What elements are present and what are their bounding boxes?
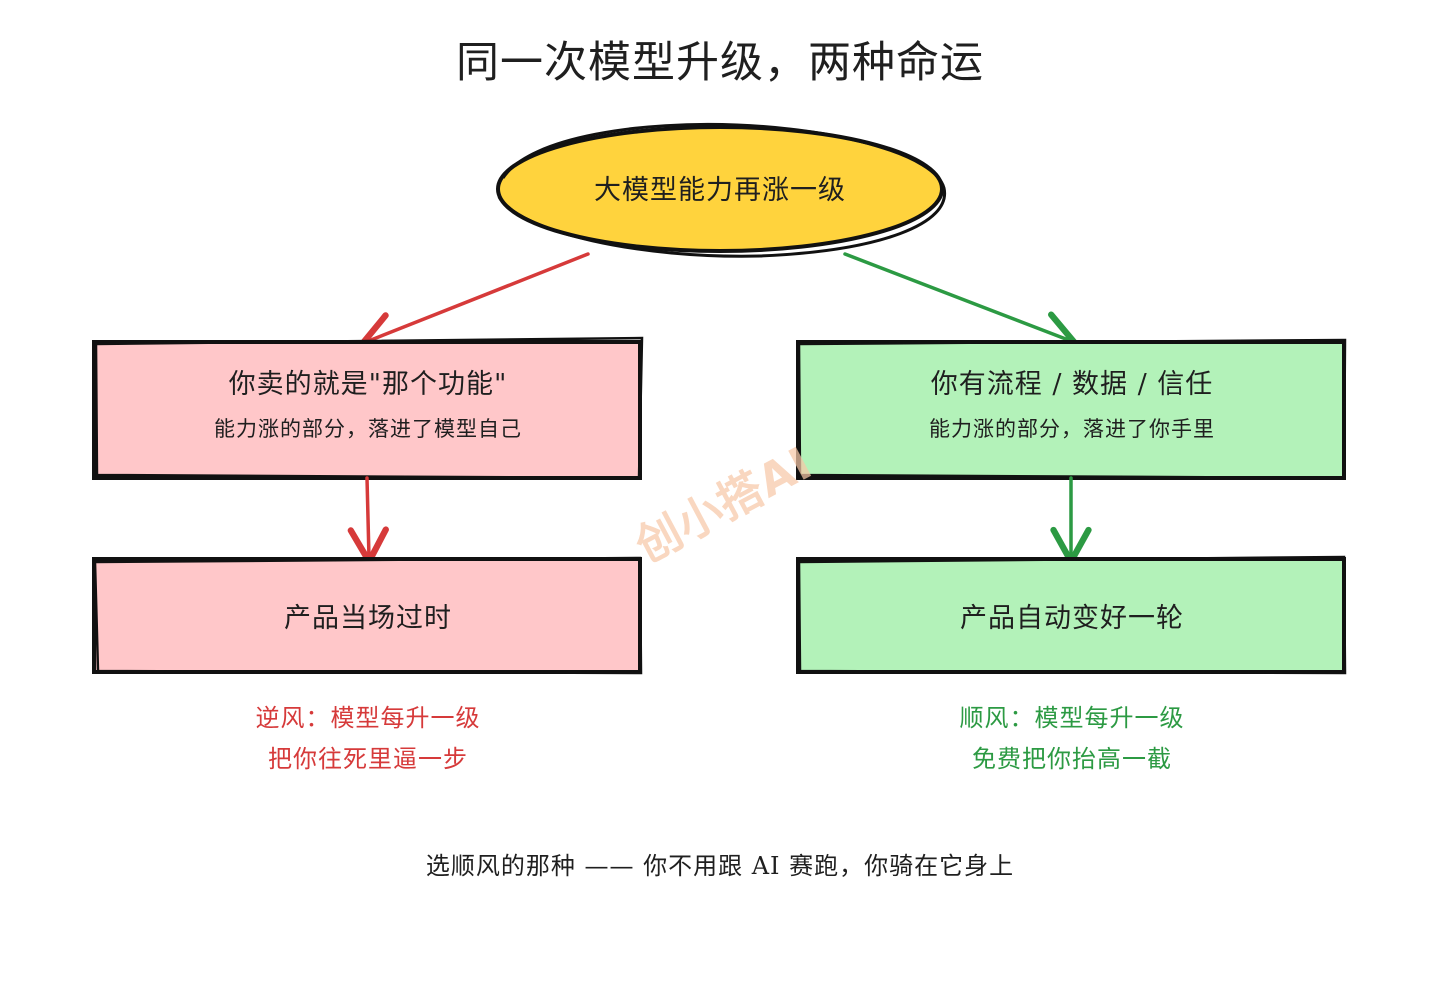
page-title: 同一次模型升级，两种命运	[456, 38, 984, 88]
right-branch	[796, 252, 1347, 675]
left-box1-subtitle: 能力涨的部分，落进了模型自己	[214, 417, 522, 441]
left-box1-sketch-line	[94, 336, 644, 480]
left-arrow-box1-to-box2	[347, 476, 389, 565]
right-box2-sketch-line	[797, 555, 1347, 675]
right-box2-title: 产品自动变好一轮	[960, 603, 1184, 634]
right-note-line-1: 顺风：模型每升一级	[959, 704, 1185, 732]
left-box2	[92, 557, 642, 674]
footer-text: 选顺风的那种 —— 你不用跟 AI 赛跑，你骑在它身上	[425, 852, 1015, 880]
right-arrow-root-to-box1	[843, 252, 1078, 351]
root-node	[496, 122, 947, 258]
left-box2-sketch-line	[93, 556, 643, 675]
left-branch	[92, 252, 644, 675]
left-box2-title: 产品当场过时	[284, 603, 452, 634]
right-box1-title: 你有流程 / 数据 / 信任	[930, 369, 1214, 400]
right-note-line-2: 免费把你抬高一截	[972, 745, 1172, 773]
left-arrow-root-to-box1	[359, 252, 590, 352]
right-box1-sketch-line	[797, 338, 1347, 480]
left-box1-title: 你卖的就是"那个功能"	[228, 369, 508, 400]
left-note-line-2: 把你往死里逼一步	[268, 745, 468, 773]
root-sketch-line	[497, 122, 947, 258]
left-note-line-1: 逆风：模型每升一级	[255, 704, 481, 732]
root-label: 大模型能力再涨一级	[594, 175, 846, 206]
right-box1-subtitle: 能力涨的部分，落进了你手里	[929, 417, 1215, 441]
root-ellipse	[496, 125, 944, 253]
left-box1	[92, 340, 642, 480]
